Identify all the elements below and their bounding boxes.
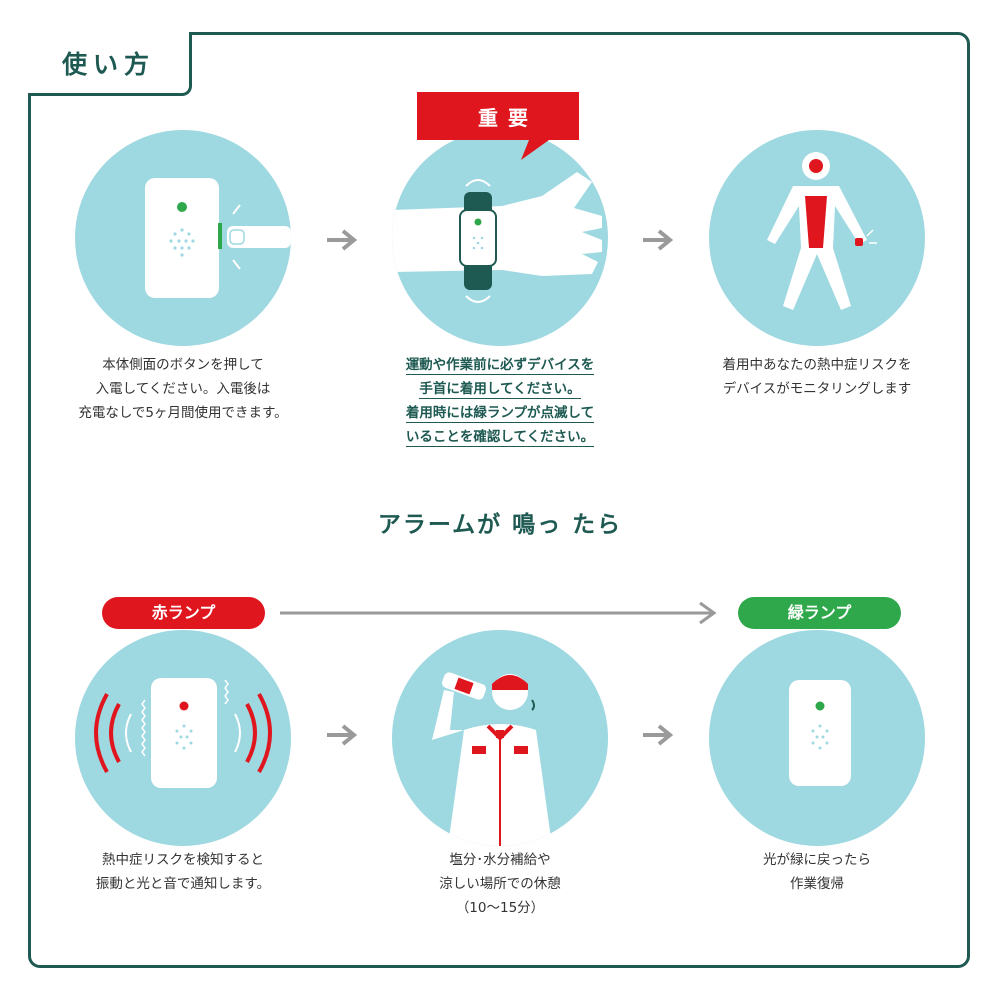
caption-line: 運動や作業前に必ずデバイスを xyxy=(405,357,595,375)
step4-caption: 熱中症リスクを検知すると 振動と光と音で通知します。 xyxy=(43,848,323,896)
alarm-section-title: アラームが 鳴っ たら xyxy=(377,512,623,538)
device-green-light-icon xyxy=(789,680,851,786)
caption-line: デバイスがモニタリングします xyxy=(722,381,912,397)
caption-line: 着用時には緑ランプが点滅して xyxy=(405,405,595,423)
red-lamp-label: 赤ランプ xyxy=(102,597,265,629)
step2-caption: 運動や作業前に必ずデバイスを 手首に着用してください。 着用時には緑ランプが点滅… xyxy=(360,353,640,449)
step2-illustration xyxy=(392,130,608,346)
step4-illustration xyxy=(75,630,291,846)
step5-illustration xyxy=(392,630,608,846)
caption-line: 充電なしで5ヶ月間使用できます。 xyxy=(78,405,288,421)
step6-caption: 光が緑に戻ったら 作業復帰 xyxy=(677,848,957,896)
step3-illustration xyxy=(709,130,925,346)
arrow-right-icon xyxy=(643,724,674,746)
step6-illustration xyxy=(709,630,925,846)
caption-line: 手首に着用してください。 xyxy=(419,381,581,399)
caption-line: 着用中あなたの熱中症リスクを xyxy=(722,357,912,373)
caption-line: いることを確認してください。 xyxy=(405,429,595,447)
caption-line: 塩分･水分補給や xyxy=(449,852,551,868)
caption-line: 作業復帰 xyxy=(790,876,844,892)
green-lamp-label: 緑ランプ xyxy=(738,597,901,629)
caption-line: 振動と光と音で通知します。 xyxy=(95,876,271,892)
drinking-worker-icon xyxy=(432,672,552,846)
arrow-right-icon xyxy=(327,229,358,251)
step1-illustration xyxy=(75,130,291,346)
body-monitoring-icon xyxy=(767,152,877,310)
device-button-press-icon xyxy=(145,178,291,298)
arrow-right-icon xyxy=(327,724,358,746)
caption-line: 光が緑に戻ったら xyxy=(763,852,871,868)
caption-line: 本体側面のボタンを押して xyxy=(102,357,264,373)
speech-bubble-icon xyxy=(417,92,579,160)
caption-line: 入電してください。入電後は xyxy=(95,381,271,397)
page-title: 使い方 xyxy=(61,50,155,79)
title-tab: 使い方 xyxy=(28,32,192,96)
step3-caption: 着用中あなたの熱中症リスクを デバイスがモニタリングします xyxy=(677,353,957,401)
arrow-right-icon xyxy=(643,229,674,251)
content-frame xyxy=(28,32,970,968)
important-label: 重要 xyxy=(478,106,538,130)
caption-line: 涼しい場所での休憩 xyxy=(439,876,561,892)
long-arrow-right-icon xyxy=(280,601,717,625)
step1-caption: 本体側面のボタンを押して 入電してください。入電後は 充電なしで5ヶ月間使用でき… xyxy=(43,353,323,425)
step5-caption: 塩分･水分補給や 涼しい場所での休憩 （10～15分） xyxy=(360,848,640,920)
caption-line: 熱中症リスクを検知すると xyxy=(102,852,264,868)
wrist-device-icon xyxy=(392,172,602,303)
vibrating-device-icon xyxy=(94,678,272,788)
important-badge: 重要 xyxy=(417,92,579,164)
caption-line: （10～15分） xyxy=(455,900,545,916)
